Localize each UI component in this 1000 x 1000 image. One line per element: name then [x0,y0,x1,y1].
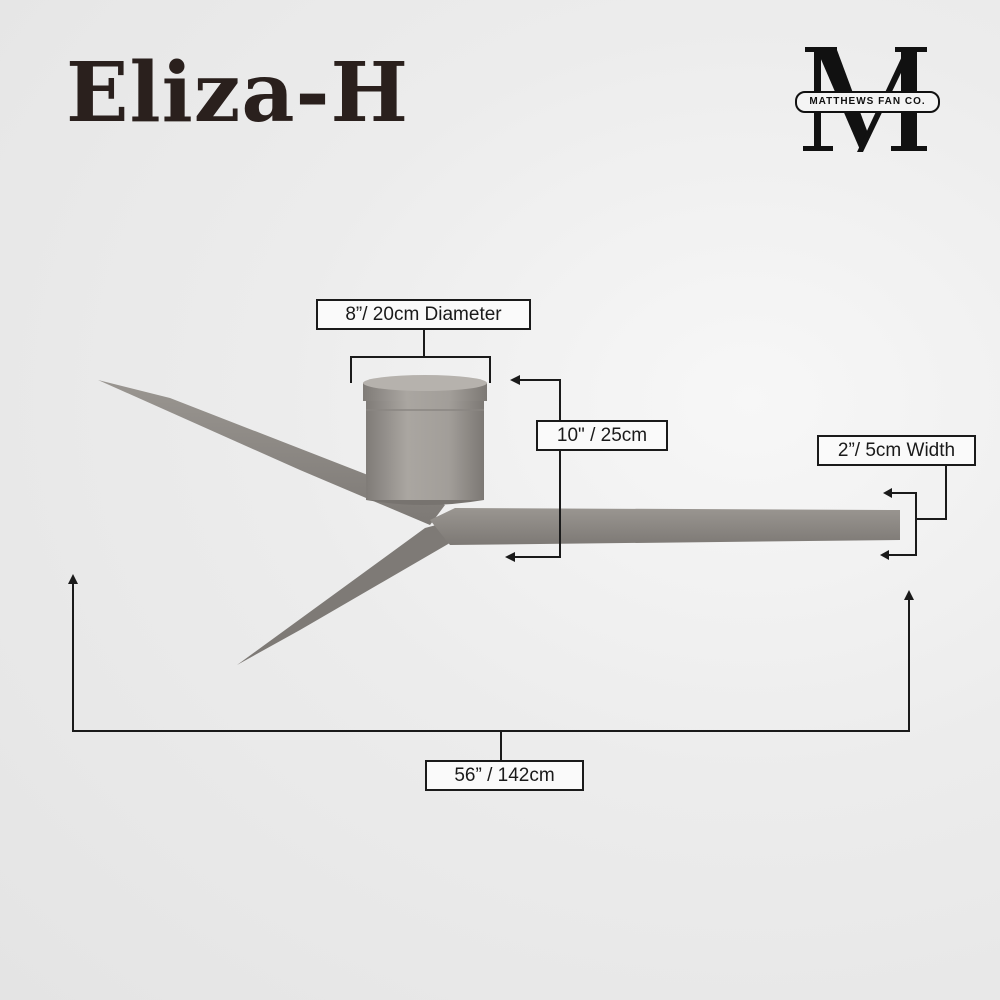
blade-width-label: 2”/ 5cm Width [817,435,976,466]
fan-blade-right [430,508,900,545]
logo-brand-name: MATTHEWS FAN CO. [795,91,940,113]
brand-logo: MATTHEWS FAN CO. [795,40,940,158]
dimension-lines [72,330,947,760]
diameter-label: 8”/ 20cm Diameter [316,299,531,330]
fan-blade-lower [237,520,455,665]
fan-blade-left [98,380,445,525]
span-label: 56” / 142cm [425,760,584,791]
height-label: 10" / 25cm [536,420,668,451]
arrowheads [68,375,914,600]
product-title: Eliza-H [66,45,410,141]
motor-housing [363,375,487,505]
